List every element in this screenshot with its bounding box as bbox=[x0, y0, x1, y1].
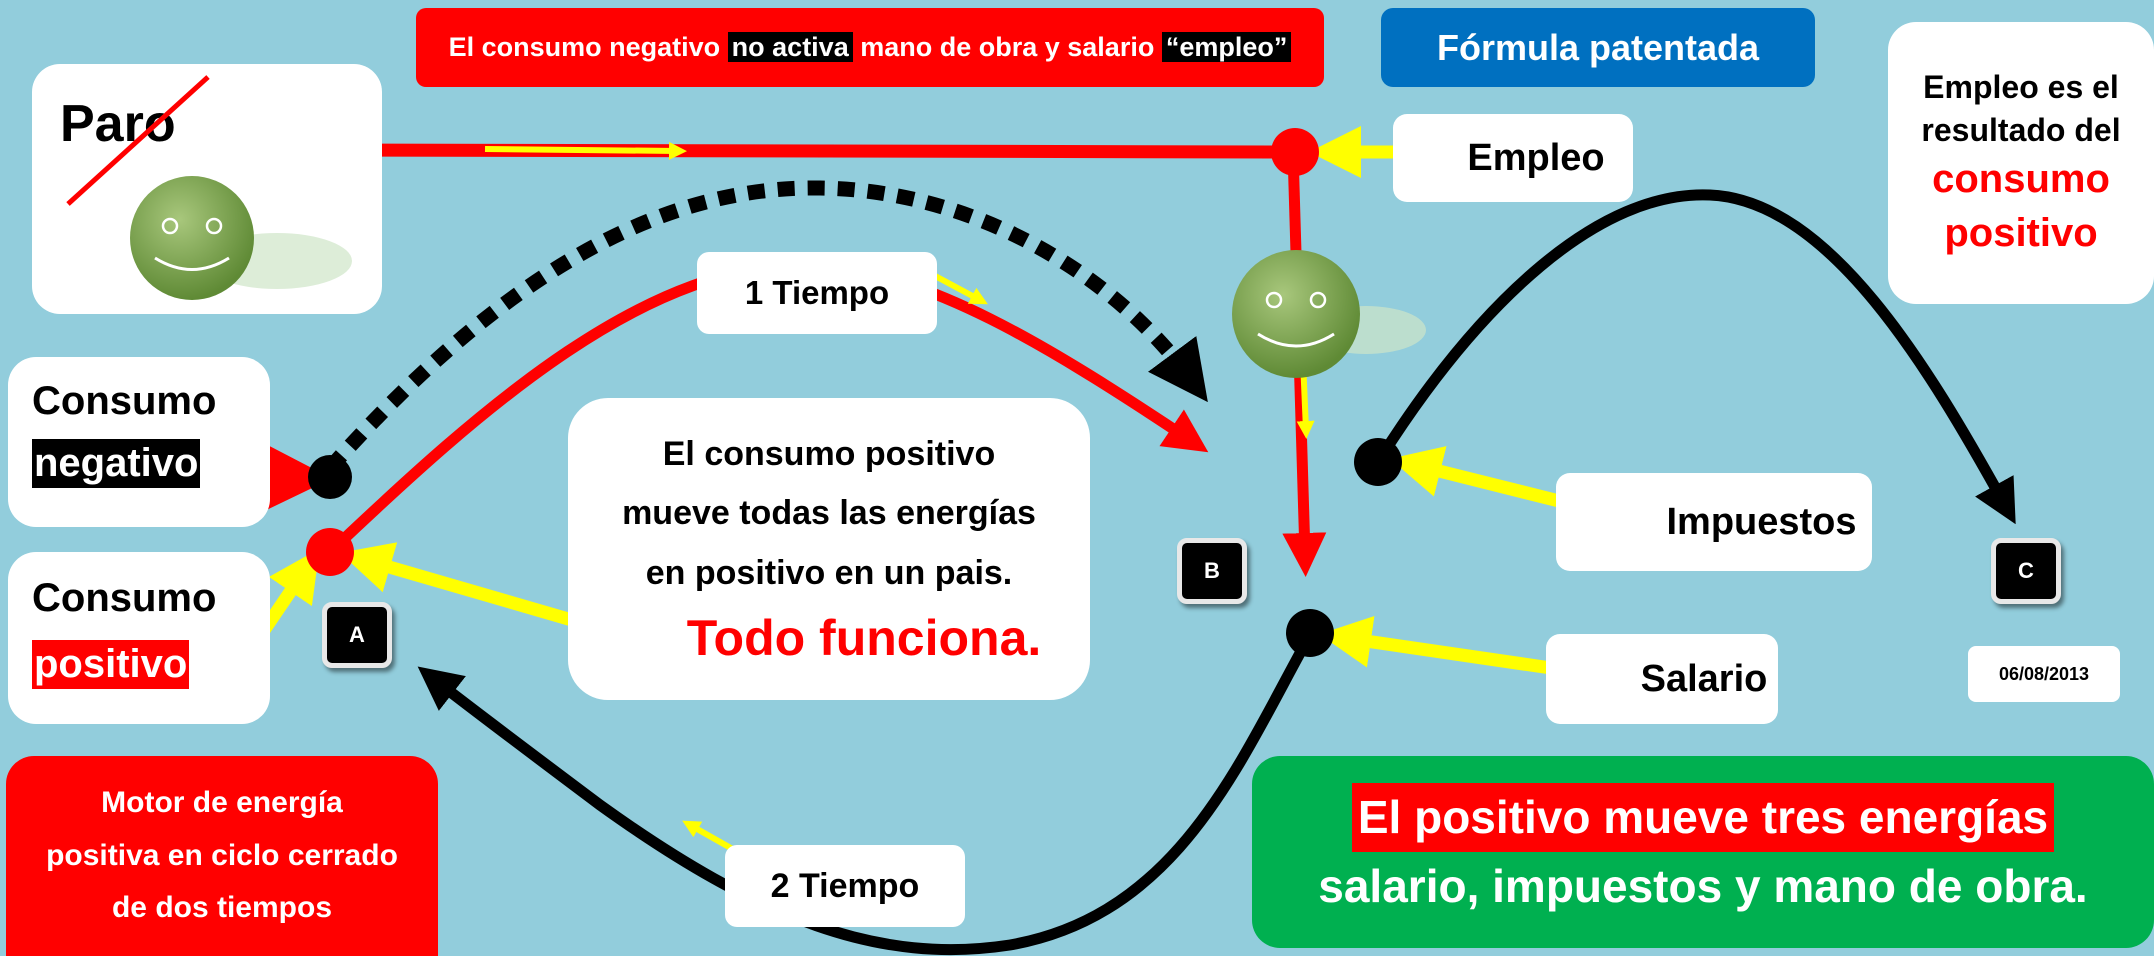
salario-node bbox=[1286, 609, 1334, 657]
empleo-node bbox=[1271, 128, 1319, 176]
paro-empleo-line bbox=[307, 143, 1296, 159]
tiempo1-label: 1 Tiempo bbox=[697, 252, 937, 334]
tag-c: C bbox=[1991, 538, 2061, 604]
impuestos-node bbox=[1354, 438, 1402, 486]
empleo-label: Empleo bbox=[1393, 114, 1633, 202]
tiempo2-label: 2 Tiempo bbox=[725, 845, 965, 927]
paro-strike bbox=[66, 75, 210, 206]
return-cycle-arrow bbox=[417, 632, 1315, 956]
impuestos-label: Impuestos bbox=[1556, 473, 1872, 571]
salario-label: Salario bbox=[1546, 634, 1778, 724]
smiley-icon bbox=[1232, 250, 1426, 378]
date-label: 06/08/2013 bbox=[1968, 646, 2120, 702]
paro-flow-arrow bbox=[484, 141, 687, 160]
consumo-negativo-box: Consumo negativo bbox=[8, 357, 270, 527]
tag-a: A bbox=[322, 602, 392, 668]
salario-arrow bbox=[1319, 616, 1586, 680]
top-banner: El consumo negativo no activa mano de ob… bbox=[416, 8, 1324, 87]
formula-label: Fórmula patentada bbox=[1381, 8, 1815, 87]
conclusion-box: Empleo es el resultado del consumo posit… bbox=[1888, 22, 2154, 304]
negative-consumption-dotted-arrow bbox=[324, 180, 1208, 473]
smiley-icon bbox=[130, 176, 352, 300]
positivo-node bbox=[306, 528, 354, 576]
tag-b: B bbox=[1177, 538, 1247, 604]
green-summary-box: El positivo mueve tres energías salario,… bbox=[1252, 756, 2154, 948]
paro-box: Paro bbox=[32, 64, 382, 314]
motor-box: Motor de energía positiva en ciclo cerra… bbox=[6, 756, 438, 956]
center-message-box: El consumo positivo mueve todas las ener… bbox=[568, 398, 1090, 700]
tax-cycle-arrow bbox=[1373, 189, 2016, 525]
top-banner-text: El consumo negativo no activa mano de ob… bbox=[449, 32, 1292, 63]
consumo-positivo-box: Consumo positivo bbox=[8, 552, 270, 724]
negativo-node bbox=[308, 455, 352, 499]
